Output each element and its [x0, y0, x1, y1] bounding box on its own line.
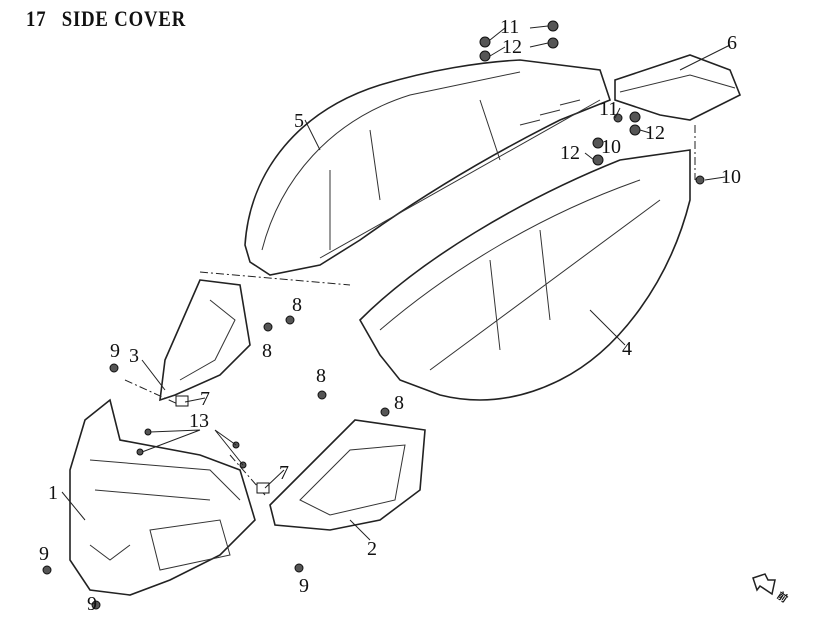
- diagram-title: 17 SIDE COVER: [26, 6, 186, 32]
- callout-1: 1: [48, 482, 58, 504]
- callout-9: 9: [39, 543, 49, 565]
- part-3-bracket[interactable]: [159, 279, 251, 402]
- section-number: 17: [26, 6, 47, 31]
- callout-7: 7: [200, 388, 210, 410]
- callout-8: 8: [394, 392, 404, 414]
- callout-12: 12: [560, 142, 580, 164]
- assembly-line: [124, 379, 181, 406]
- part-6-rear-cover[interactable]: [614, 54, 742, 121]
- callout-10: 10: [601, 136, 621, 158]
- part-4-right-side-cover[interactable]: [359, 149, 691, 401]
- callout-3: 3: [129, 345, 139, 367]
- callout-8: 8: [292, 294, 302, 316]
- front-label: 前: [775, 589, 791, 605]
- front-direction-arrow-icon: 前: [752, 573, 791, 605]
- callout-10: 10: [721, 166, 741, 188]
- callout-13: 13: [189, 410, 209, 432]
- callout-9: 9: [110, 340, 120, 362]
- callout-9: 9: [299, 575, 309, 597]
- leader-lines: [61, 25, 731, 541]
- callout-2: 2: [367, 538, 377, 560]
- section-title: SIDE COVER: [61, 6, 187, 31]
- callout-8: 8: [316, 365, 326, 387]
- callout-5: 5: [294, 110, 304, 132]
- part-5-left-side-cover[interactable]: [244, 59, 611, 276]
- callout-6: 6: [727, 32, 737, 54]
- callout-8: 8: [262, 340, 272, 362]
- callout-7: 7: [279, 462, 289, 484]
- part-2-lower-panel[interactable]: [269, 419, 426, 531]
- callout-4: 4: [622, 338, 632, 360]
- callout-12: 12: [502, 36, 522, 58]
- callout-12: 12: [645, 122, 665, 144]
- callout-11: 11: [500, 16, 519, 38]
- fasteners: [42, 20, 705, 610]
- part-1-front-cover[interactable]: [69, 398, 256, 596]
- callout-11: 11: [599, 98, 618, 120]
- assembly-line: [199, 271, 351, 286]
- callout-9: 9: [87, 593, 97, 615]
